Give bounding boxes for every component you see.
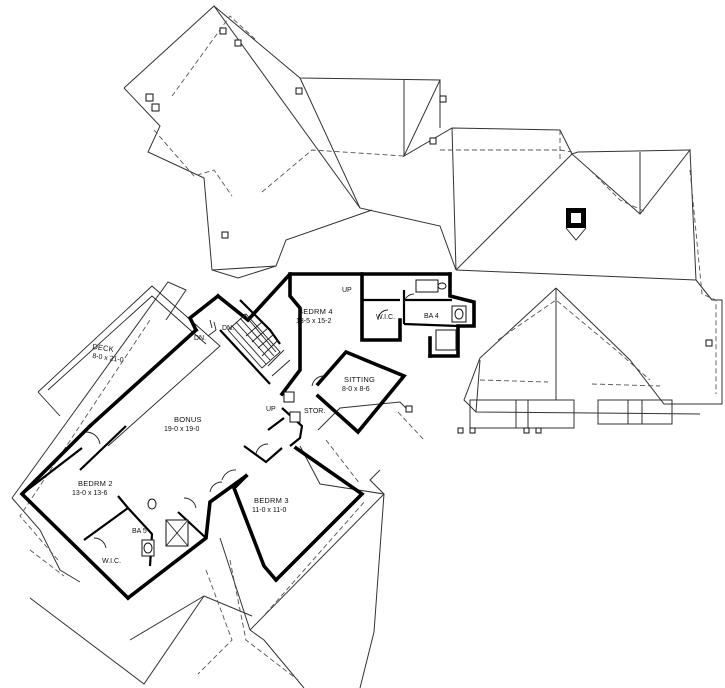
bonus-size: 19-0 x 19-0 bbox=[164, 426, 200, 433]
sitting-size: 8-0 x 8-6 bbox=[342, 386, 370, 393]
door-swings bbox=[85, 293, 415, 549]
stair-up-label-1: UP bbox=[342, 287, 352, 294]
stor-label: STOR. bbox=[304, 408, 325, 415]
deck-label: DECK bbox=[92, 342, 115, 354]
wic-b-label: W.I.C. bbox=[102, 558, 121, 565]
bedrm2-size: 13-0 x 13-6 bbox=[72, 490, 108, 497]
interior-walls bbox=[21, 290, 459, 567]
exterior-walls bbox=[19, 272, 476, 601]
bedrm3-size: 11-0 x 11-0 bbox=[252, 507, 286, 514]
stairs bbox=[207, 313, 291, 377]
bedrm3-label: BEDRM 3 bbox=[254, 496, 289, 505]
ba5-label: BA 5 bbox=[132, 528, 147, 535]
bedrm4-size: 13-5 x 15-2 bbox=[296, 318, 332, 325]
deck bbox=[37, 285, 221, 447]
wic-a-label: W.I.C. bbox=[376, 314, 395, 321]
stair-dn-label-2: DN. bbox=[194, 335, 206, 342]
room-labels: DECK 8-0 x 21-0 BONUS 19-0 x 19-0 BEDRM … bbox=[72, 287, 439, 565]
sitting-label: SITTING bbox=[344, 375, 375, 384]
stair-up-label-2: UP bbox=[266, 406, 276, 413]
bonus-label: BONUS bbox=[174, 415, 202, 424]
roof-lines bbox=[11, 5, 723, 688]
fixtures bbox=[141, 279, 467, 557]
bedrm2-label: BEDRM 2 bbox=[78, 479, 113, 488]
chimney bbox=[565, 208, 587, 241]
deck-size: 8-0 x 21-0 bbox=[92, 353, 124, 364]
dashed-lines bbox=[19, 15, 717, 681]
stair-dn-label-1: DN. bbox=[222, 325, 234, 332]
roof-vents bbox=[145, 27, 713, 434]
bedrm4-label: BEDRM 4 bbox=[298, 307, 333, 316]
ba4-label: BA 4 bbox=[424, 313, 439, 320]
